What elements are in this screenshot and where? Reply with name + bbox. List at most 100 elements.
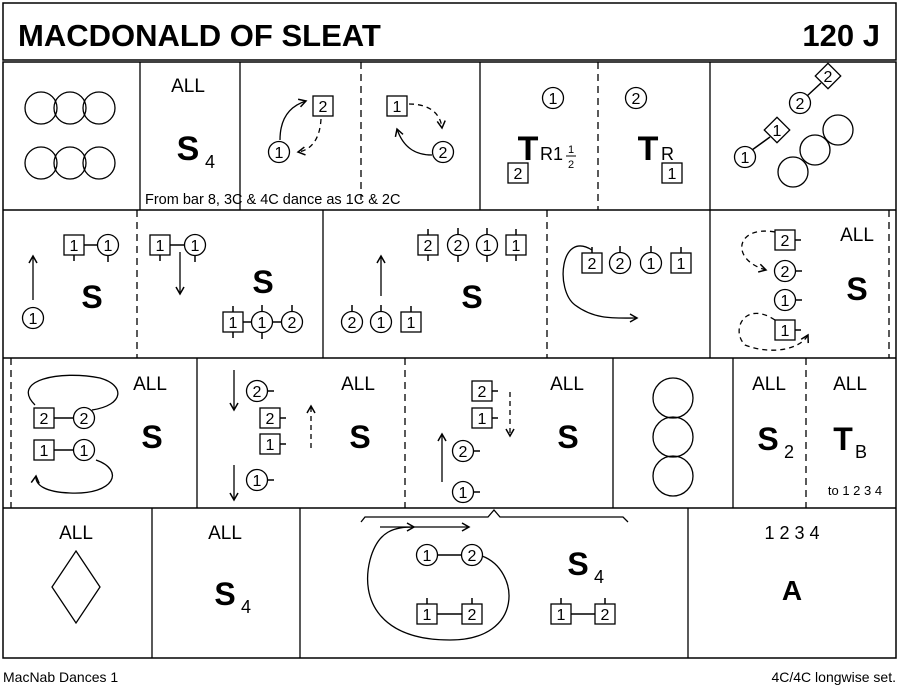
woman-dancer: 2 xyxy=(624,86,648,110)
dancer-number: 1 xyxy=(423,548,432,565)
title-box xyxy=(2,2,897,61)
man-dancer: 1 xyxy=(259,433,286,455)
dancer-number: 1 xyxy=(156,238,165,255)
turn-symbol: T xyxy=(638,130,659,168)
bar-note: From bar 8, 3C & 4C dance as 1C & 2C xyxy=(145,192,400,208)
dancer-number: 1 xyxy=(40,443,49,460)
woman-dancer: 1 xyxy=(639,246,663,275)
woman-dancer: 1 xyxy=(451,480,480,504)
setting-symbol: S xyxy=(141,419,162,455)
dancer-circle xyxy=(340,310,364,334)
dancer-number: 2 xyxy=(80,411,89,428)
figure-subscript: 4 xyxy=(241,597,251,617)
dancer-number: 2 xyxy=(40,411,49,428)
setting-symbol: S xyxy=(846,271,867,307)
cast-arrow xyxy=(296,118,322,156)
dancer-number: 1 xyxy=(741,150,750,167)
dancer-number: 1 xyxy=(253,473,262,490)
dancer-circle xyxy=(250,310,274,334)
dancer-circle xyxy=(72,438,96,462)
woman-dancer: 2 xyxy=(431,140,455,164)
set-circle xyxy=(82,91,116,125)
all-label: ALL xyxy=(840,225,874,246)
dancer-circle xyxy=(415,543,439,567)
figure-subscript: 4 xyxy=(594,567,604,587)
footer-set-type: 4C/4C longwise set. xyxy=(771,669,896,685)
set-circle xyxy=(652,455,694,497)
dancer-circle xyxy=(369,310,393,334)
all-label: ALL xyxy=(208,523,242,544)
dancer-number: 2 xyxy=(266,411,275,428)
dancer-circle xyxy=(624,86,648,110)
dancer-square xyxy=(312,95,334,117)
fraction-numerator: 1 xyxy=(568,144,574,156)
dancer-circle xyxy=(446,233,470,257)
woman-dancer: 2 xyxy=(608,246,632,275)
setting-symbol: S xyxy=(214,576,235,612)
dancer-diamond xyxy=(763,116,791,144)
turn-subscript: R1 xyxy=(540,144,563,164)
dancer-number: 1 xyxy=(393,99,402,116)
dance-title: MACDONALD OF SLEAT xyxy=(18,18,381,53)
all-label: ALL xyxy=(833,374,867,395)
dancer-circle xyxy=(72,406,96,430)
dancer-number: 2 xyxy=(348,315,357,332)
dancer-square xyxy=(386,95,408,117)
dancer-number: 1 xyxy=(423,607,432,624)
woman-dancer: 1 xyxy=(21,306,45,330)
cast-arrow xyxy=(408,103,446,130)
dancer-number: 1 xyxy=(781,293,790,310)
man-dancer: 1 xyxy=(33,439,55,461)
dancer-number: 1 xyxy=(483,238,492,255)
woman-dancer: 2 xyxy=(72,406,96,430)
set-circle xyxy=(53,146,87,180)
dancer-number: 2 xyxy=(601,607,610,624)
dancer-number: 2 xyxy=(424,238,433,255)
turn-to-positions: to 1 2 3 4 xyxy=(828,483,882,498)
dancer-number: 1 xyxy=(266,437,275,454)
man-dancer: 2 xyxy=(259,407,286,429)
dancer-number: 2 xyxy=(514,166,523,183)
dancer-number: 1 xyxy=(29,311,38,328)
dancer-number: 2 xyxy=(288,315,297,332)
dancer-circle xyxy=(267,140,291,164)
dancer-number: 1 xyxy=(773,123,782,140)
setting-symbol: S xyxy=(349,419,370,455)
dancer-circle xyxy=(788,91,812,115)
dancer-square xyxy=(33,407,55,429)
man-dancer: 1 xyxy=(774,319,801,341)
loop-arrow xyxy=(27,374,119,411)
turn-subscript: R xyxy=(661,144,674,164)
woman-dancer: 2 xyxy=(280,305,304,334)
man-dancer: 1 xyxy=(670,247,692,274)
dancer-circle xyxy=(475,233,499,257)
dancer-circle xyxy=(451,439,475,463)
set-circle xyxy=(82,146,116,180)
set-circle xyxy=(24,91,58,125)
dancer-circle xyxy=(773,288,797,312)
dancer-number: 1 xyxy=(377,315,386,332)
cast-arrow xyxy=(394,127,433,156)
phrase-bracket xyxy=(360,509,629,523)
setting-symbol: S xyxy=(81,279,102,315)
woman-dancer: 2 xyxy=(245,379,274,403)
dancer-number: 1 xyxy=(70,238,79,255)
woman-dancer: 2 xyxy=(460,543,484,567)
dancer-number: 2 xyxy=(468,607,477,624)
man-dancer: 1 xyxy=(416,598,438,625)
cast-loop-arrow xyxy=(562,245,639,323)
woman-dancer: 1 xyxy=(72,438,96,462)
setting-symbol: S xyxy=(557,419,578,455)
set-circle xyxy=(652,416,694,458)
setting-symbol: S xyxy=(461,279,482,315)
dancer-circle xyxy=(541,86,565,110)
dancer-circle xyxy=(245,379,269,403)
man-dancer: 2 xyxy=(507,162,529,184)
reel-arrow xyxy=(738,312,809,351)
woman-dancer: 1 xyxy=(96,233,120,262)
dancer-number: 1 xyxy=(549,91,558,108)
setting-symbol: S xyxy=(177,130,200,168)
dancer-circle xyxy=(280,310,304,334)
dancer-circle xyxy=(21,306,45,330)
